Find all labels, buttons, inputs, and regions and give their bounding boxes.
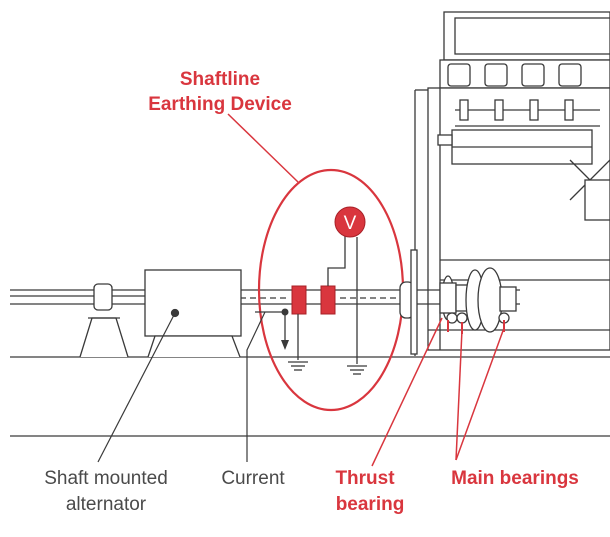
main-bearing-leader-2 (455, 327, 505, 461)
earthing-brush-right (320, 285, 336, 315)
voltmeter-label: V (344, 213, 357, 234)
device-leader (227, 113, 299, 183)
thrust-leader (371, 317, 443, 467)
alternator-label-line2: alternator (66, 494, 147, 515)
device-label-line1: Shaftline (180, 69, 260, 90)
device-label-line2: Earthing Device (148, 94, 292, 115)
voltmeter: V (334, 206, 366, 238)
main-bearing-leader-1 (455, 329, 463, 461)
alternator-label-line1: Shaft mounted (44, 468, 168, 489)
current-label: Current (221, 468, 285, 489)
main-bearings-label: Main bearings (451, 468, 579, 489)
thrust-label-line1: Thrust (335, 468, 395, 489)
current-node (281, 308, 289, 316)
leader-lines (97, 113, 505, 467)
shaft-mounted-alternator (144, 269, 242, 358)
alternator-leader (97, 312, 176, 463)
floor-lines (10, 356, 610, 437)
thrust-label-line2: bearing (336, 494, 405, 515)
thrust-bearing (399, 249, 457, 355)
current-arrow-icon (281, 340, 289, 350)
earthing-brush-left (291, 285, 307, 315)
current-leader (246, 311, 266, 462)
ground-icon (347, 365, 367, 375)
earthing-wiring (255, 236, 358, 364)
ground-icon (288, 361, 308, 371)
shaft-coupling (79, 283, 129, 358)
